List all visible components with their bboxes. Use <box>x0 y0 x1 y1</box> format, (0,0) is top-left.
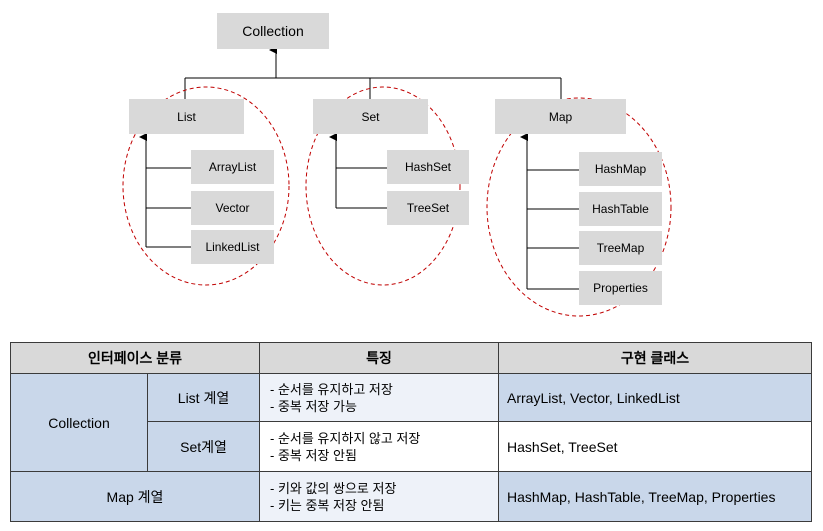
treeset-node: TreeSet <box>387 191 469 225</box>
feature-cell: - 키와 값의 쌍으로 저장 - 키는 중복 저장 안됨 <box>259 471 499 522</box>
arraylist-node: ArrayList <box>191 150 274 184</box>
treemap-node: TreeMap <box>579 231 662 265</box>
comparison-table: 인터페이스 분류 특징 구현 클래스 Collection List 계열 - … <box>10 342 812 522</box>
hashtable-node: HashTable <box>579 192 662 226</box>
hashset-node: HashSet <box>387 150 469 184</box>
map-node: Map <box>495 99 626 134</box>
feature-line: - 중복 저장 가능 <box>270 398 357 414</box>
category-cell: List 계열 <box>147 373 260 422</box>
properties-node: Properties <box>579 271 662 305</box>
feature-cell: - 순서를 유지하지 않고 저장 - 중복 저장 안됨 <box>259 421 499 472</box>
classes-cell: ArrayList, Vector, LinkedList <box>498 373 812 422</box>
classes-cell: HashMap, HashTable, TreeMap, Properties <box>498 471 812 522</box>
feature-line: - 순서를 유지하지 않고 저장 <box>270 430 421 446</box>
header-classes: 구현 클래스 <box>498 342 812 374</box>
set-node: Set <box>313 99 428 134</box>
map-connector <box>520 133 579 290</box>
map-ellipse <box>486 97 672 317</box>
classes-cell: HashSet, TreeSet <box>498 421 812 472</box>
hashmap-node: HashMap <box>579 152 662 186</box>
feature-line: - 중복 저장 안됨 <box>270 447 357 463</box>
feature-line: - 순서를 유지하고 저장 <box>270 381 393 397</box>
root-connector <box>184 46 562 99</box>
table-row: Collection List 계열 - 순서를 유지하고 저장 - 중복 저장… <box>10 373 812 472</box>
table-row: Map 계열 - 키와 값의 쌍으로 저장 - 키는 중복 저장 안됨 Hash… <box>10 471 812 522</box>
list-ellipse <box>122 86 290 286</box>
table-header-row: 인터페이스 분류 특징 구현 클래스 <box>10 342 812 374</box>
feature-cell: - 순서를 유지하고 저장 - 중복 저장 가능 <box>259 373 499 422</box>
list-connector <box>139 133 191 248</box>
table-row: Set계열 - 순서를 유지하지 않고 저장 - 중복 저장 안됨 HashSe… <box>11 421 812 472</box>
category-cell: Map 계열 <box>10 471 260 522</box>
category-cell: Set계열 <box>147 421 260 472</box>
feature-line: - 키와 값의 쌍으로 저장 <box>270 480 397 496</box>
feature-line: - 키는 중복 저장 안됨 <box>270 497 385 513</box>
list-node: List <box>129 99 244 134</box>
header-interface: 인터페이스 분류 <box>10 342 260 374</box>
set-connector <box>329 133 387 209</box>
set-ellipse <box>305 86 461 286</box>
vector-node: Vector <box>191 191 274 225</box>
linkedlist-node: LinkedList <box>191 230 274 264</box>
collection-cell: Collection <box>10 373 148 472</box>
collection-node: Collection <box>217 13 329 49</box>
header-feature: 특징 <box>259 342 499 374</box>
